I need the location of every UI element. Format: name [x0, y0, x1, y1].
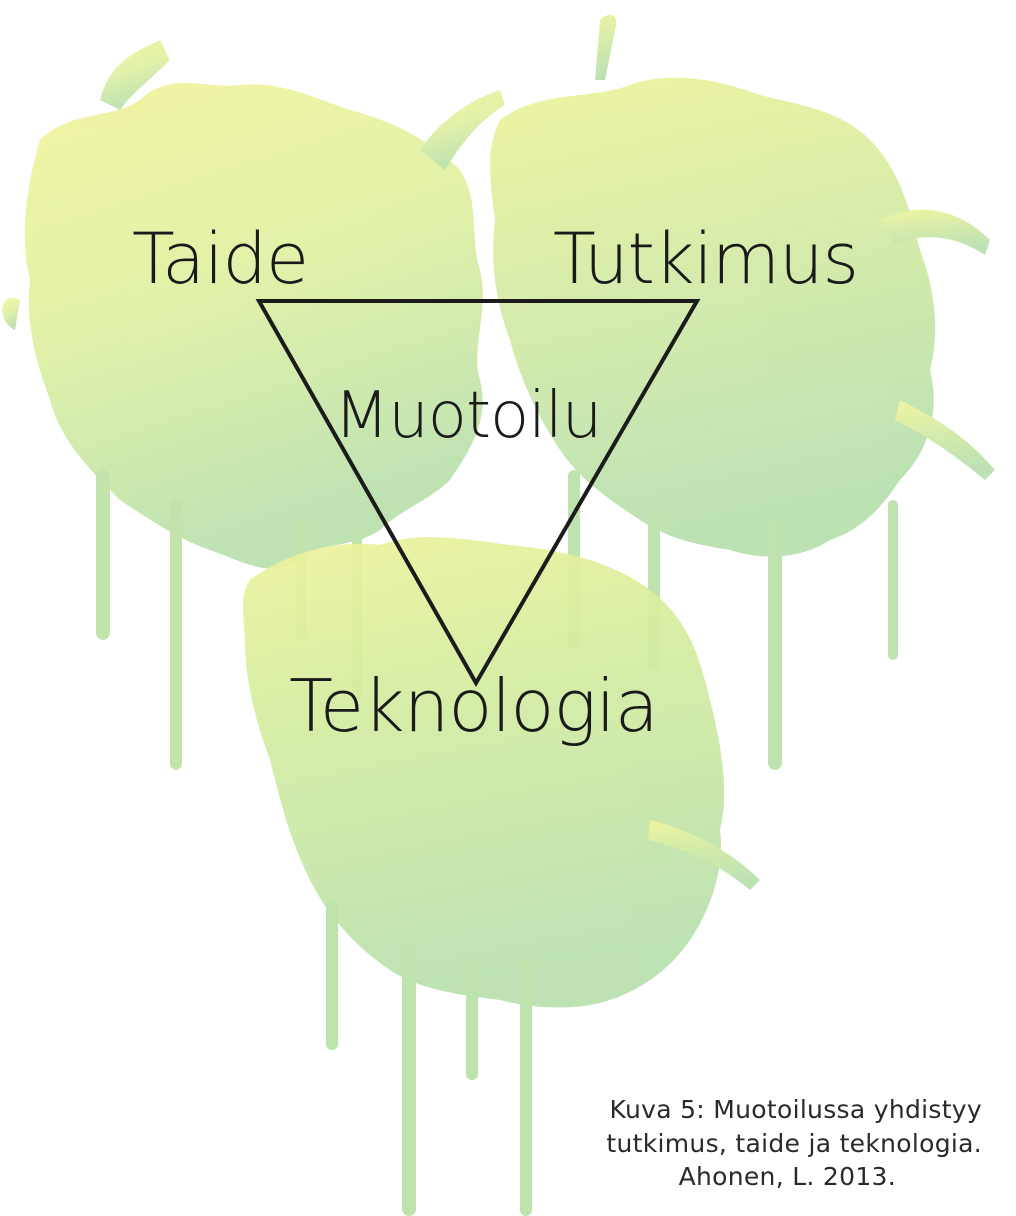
- label-tutkimus: Tutkimus: [553, 224, 858, 294]
- caption-line-3: Ahonen, L. 2013.: [522, 1160, 982, 1194]
- caption-line-2: tutkimus, taide ja teknologia.: [522, 1127, 982, 1161]
- figure-caption: Kuva 5: Muotoilussa yhdistyy tutkimus, t…: [522, 1093, 982, 1194]
- paint-splash-bottom: [243, 537, 760, 1007]
- label-muotoilu: Muotoilu: [334, 384, 601, 448]
- paint-splash-left: [2, 40, 505, 569]
- caption-line-1: Kuva 5: Muotoilussa yhdistyy: [522, 1093, 982, 1127]
- label-taide: Taide: [132, 224, 308, 294]
- label-teknologia: Teknologia: [289, 670, 658, 742]
